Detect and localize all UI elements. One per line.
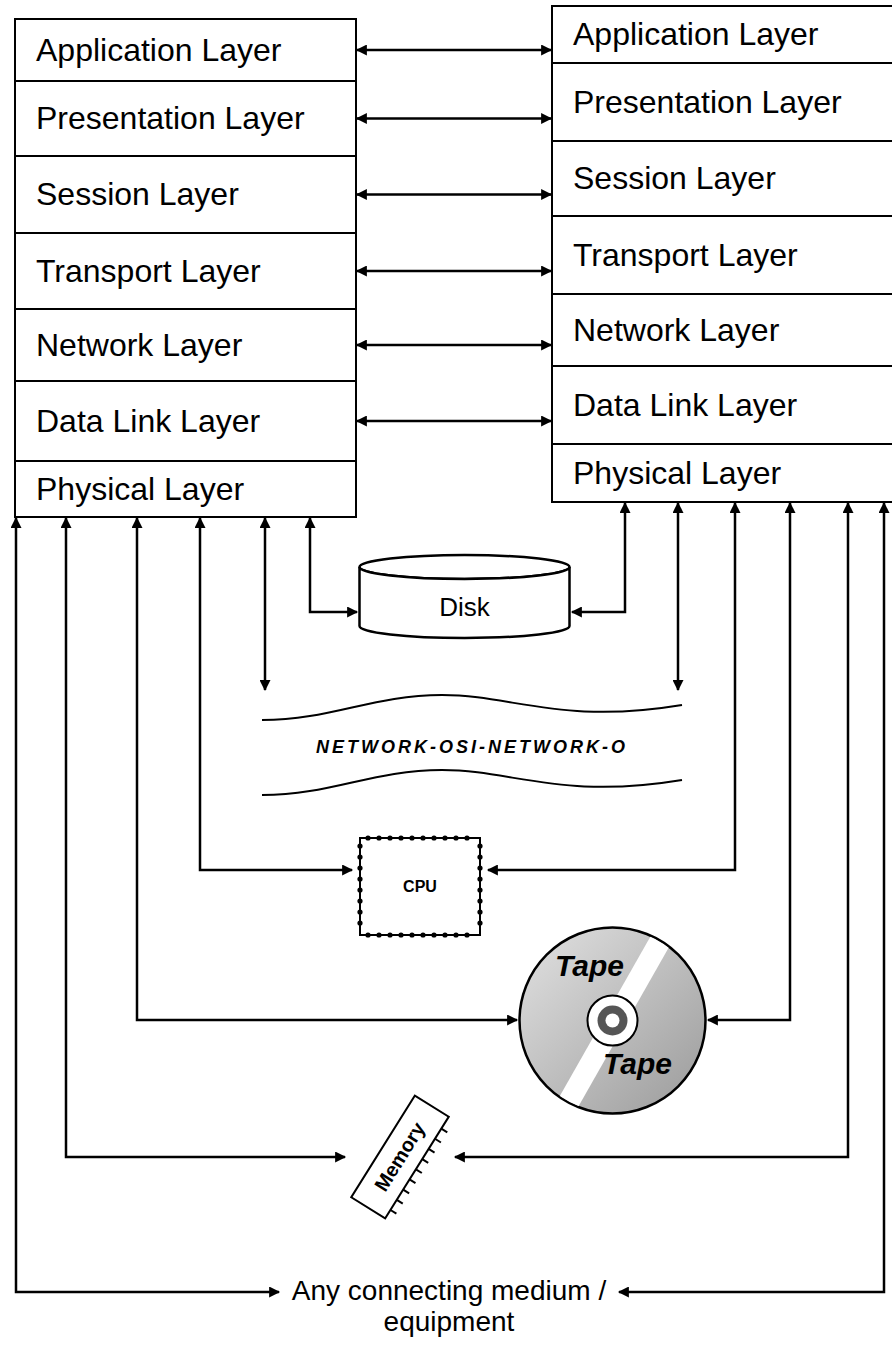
osi-layer-box: Transport Layer — [14, 232, 357, 310]
osi-layer-box: Data Link Layer — [551, 365, 892, 445]
layer-name: Physical Layer — [573, 455, 781, 492]
connector-arrow — [310, 518, 357, 612]
network-band: NETWORK-OSI-NETWORK-O — [262, 690, 682, 815]
device-name: Tape — [555, 951, 624, 981]
layer-name: Data Link Layer — [36, 403, 260, 440]
osi-layer-box: Session Layer — [14, 155, 357, 234]
device-name: Disk — [439, 592, 490, 623]
memory-chip: Memory — [345, 1092, 455, 1222]
connector-arrow — [66, 518, 345, 1157]
connector-arrow — [357, 117, 551, 120]
osi-layer-box: Physical Layer — [14, 460, 357, 518]
text-holder: NETWORK-OSI-NETWORK-O — [262, 735, 682, 759]
text-holder: Disk — [357, 579, 572, 635]
layer-name: Application Layer — [573, 16, 818, 53]
connector-arrow — [357, 193, 551, 196]
connector-arrow — [264, 518, 267, 690]
osi-layer-box: Transport Layer — [551, 215, 892, 295]
layer-name: Transport Layer — [573, 237, 798, 274]
medium-name: Any connecting medium / equipment — [279, 1276, 619, 1338]
layer-name: Physical Layer — [36, 471, 244, 508]
osi-layer-box: Physical Layer — [551, 443, 892, 503]
text-holder: Tape — [555, 951, 624, 981]
osi-layer-box: Application Layer — [551, 5, 892, 64]
connector-arrow — [357, 420, 551, 423]
connector-arrow — [357, 270, 551, 273]
connector-arrow — [357, 344, 551, 347]
connector-arrow — [708, 503, 790, 1020]
connector-arrow — [619, 503, 884, 1292]
osi-layer-box: Data Link Layer — [14, 380, 357, 462]
osi-layer-box: Presentation Layer — [551, 62, 892, 142]
device-name: CPU — [403, 878, 437, 896]
medium-label: Any connecting medium / equipment — [279, 1276, 619, 1342]
device-name: Tape — [603, 1049, 672, 1079]
tape-reel: TapeTape — [517, 925, 708, 1116]
network-name: NETWORK-OSI-NETWORK-O — [316, 737, 628, 758]
text-holder: CPU — [352, 830, 488, 943]
osi-layer-box: Network Layer — [14, 308, 357, 382]
osi-layer-box: Application Layer — [14, 18, 357, 82]
layer-name: Network Layer — [573, 312, 779, 349]
connector-arrow — [200, 518, 352, 870]
connector-arrow — [572, 503, 625, 612]
osi-layer-box: Session Layer — [551, 140, 892, 217]
layer-name: Presentation Layer — [573, 84, 842, 121]
layer-name: Network Layer — [36, 327, 242, 364]
layer-name: Session Layer — [36, 176, 239, 213]
layer-name: Presentation Layer — [36, 100, 305, 137]
layer-name: Application Layer — [36, 32, 281, 69]
connector-arrow — [137, 518, 517, 1020]
connector-arrow — [16, 518, 279, 1292]
connector-arrow — [357, 49, 551, 52]
osi-layer-box: Presentation Layer — [14, 80, 357, 157]
layer-name: Transport Layer — [36, 253, 261, 290]
cpu-chip: CPU — [352, 830, 488, 943]
layer-name: Data Link Layer — [573, 387, 797, 424]
connector-arrow — [677, 503, 680, 690]
text-holder: Tape — [603, 1049, 672, 1079]
layer-name: Session Layer — [573, 160, 776, 197]
disk-cylinder: Disk — [357, 553, 572, 640]
osi-layer-box: Network Layer — [551, 293, 892, 367]
